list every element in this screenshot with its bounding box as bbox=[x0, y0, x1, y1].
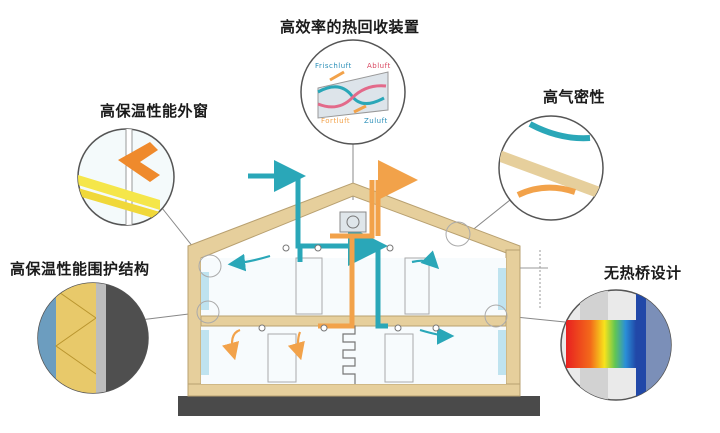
ventilation-ducts bbox=[248, 160, 418, 329]
hrv-unit bbox=[339, 211, 367, 233]
ground-slab bbox=[178, 396, 540, 416]
hrv-abluft-label: Abluft bbox=[367, 62, 391, 70]
airtight-detail-circle bbox=[498, 115, 604, 221]
heat-recovery-detail-circle bbox=[300, 39, 406, 145]
airtight-title: 高气密性 bbox=[543, 88, 606, 106]
thermal-bridge-detail-circle bbox=[560, 289, 672, 401]
hrv-fortluft-label: Fortluft bbox=[321, 117, 351, 125]
detail-rings bbox=[196, 221, 508, 328]
window-detail-circle bbox=[77, 128, 175, 226]
hrv-zuluft-label: Zuluft bbox=[364, 117, 388, 125]
envelope-detail-circle bbox=[37, 282, 149, 394]
room-airflow bbox=[222, 250, 455, 361]
no-thermal-bridge-title: 无热桥设计 bbox=[604, 264, 682, 282]
envelope-title: 高保温性能围护结构 bbox=[10, 260, 150, 278]
house-shell bbox=[187, 182, 548, 397]
vent-diffusers bbox=[258, 244, 440, 332]
hrv-frischluft-label: Frischluft bbox=[315, 62, 352, 70]
heat-recovery-title: 高效率的热回收装置 bbox=[280, 18, 420, 36]
window-title: 高保温性能外窗 bbox=[100, 102, 209, 120]
